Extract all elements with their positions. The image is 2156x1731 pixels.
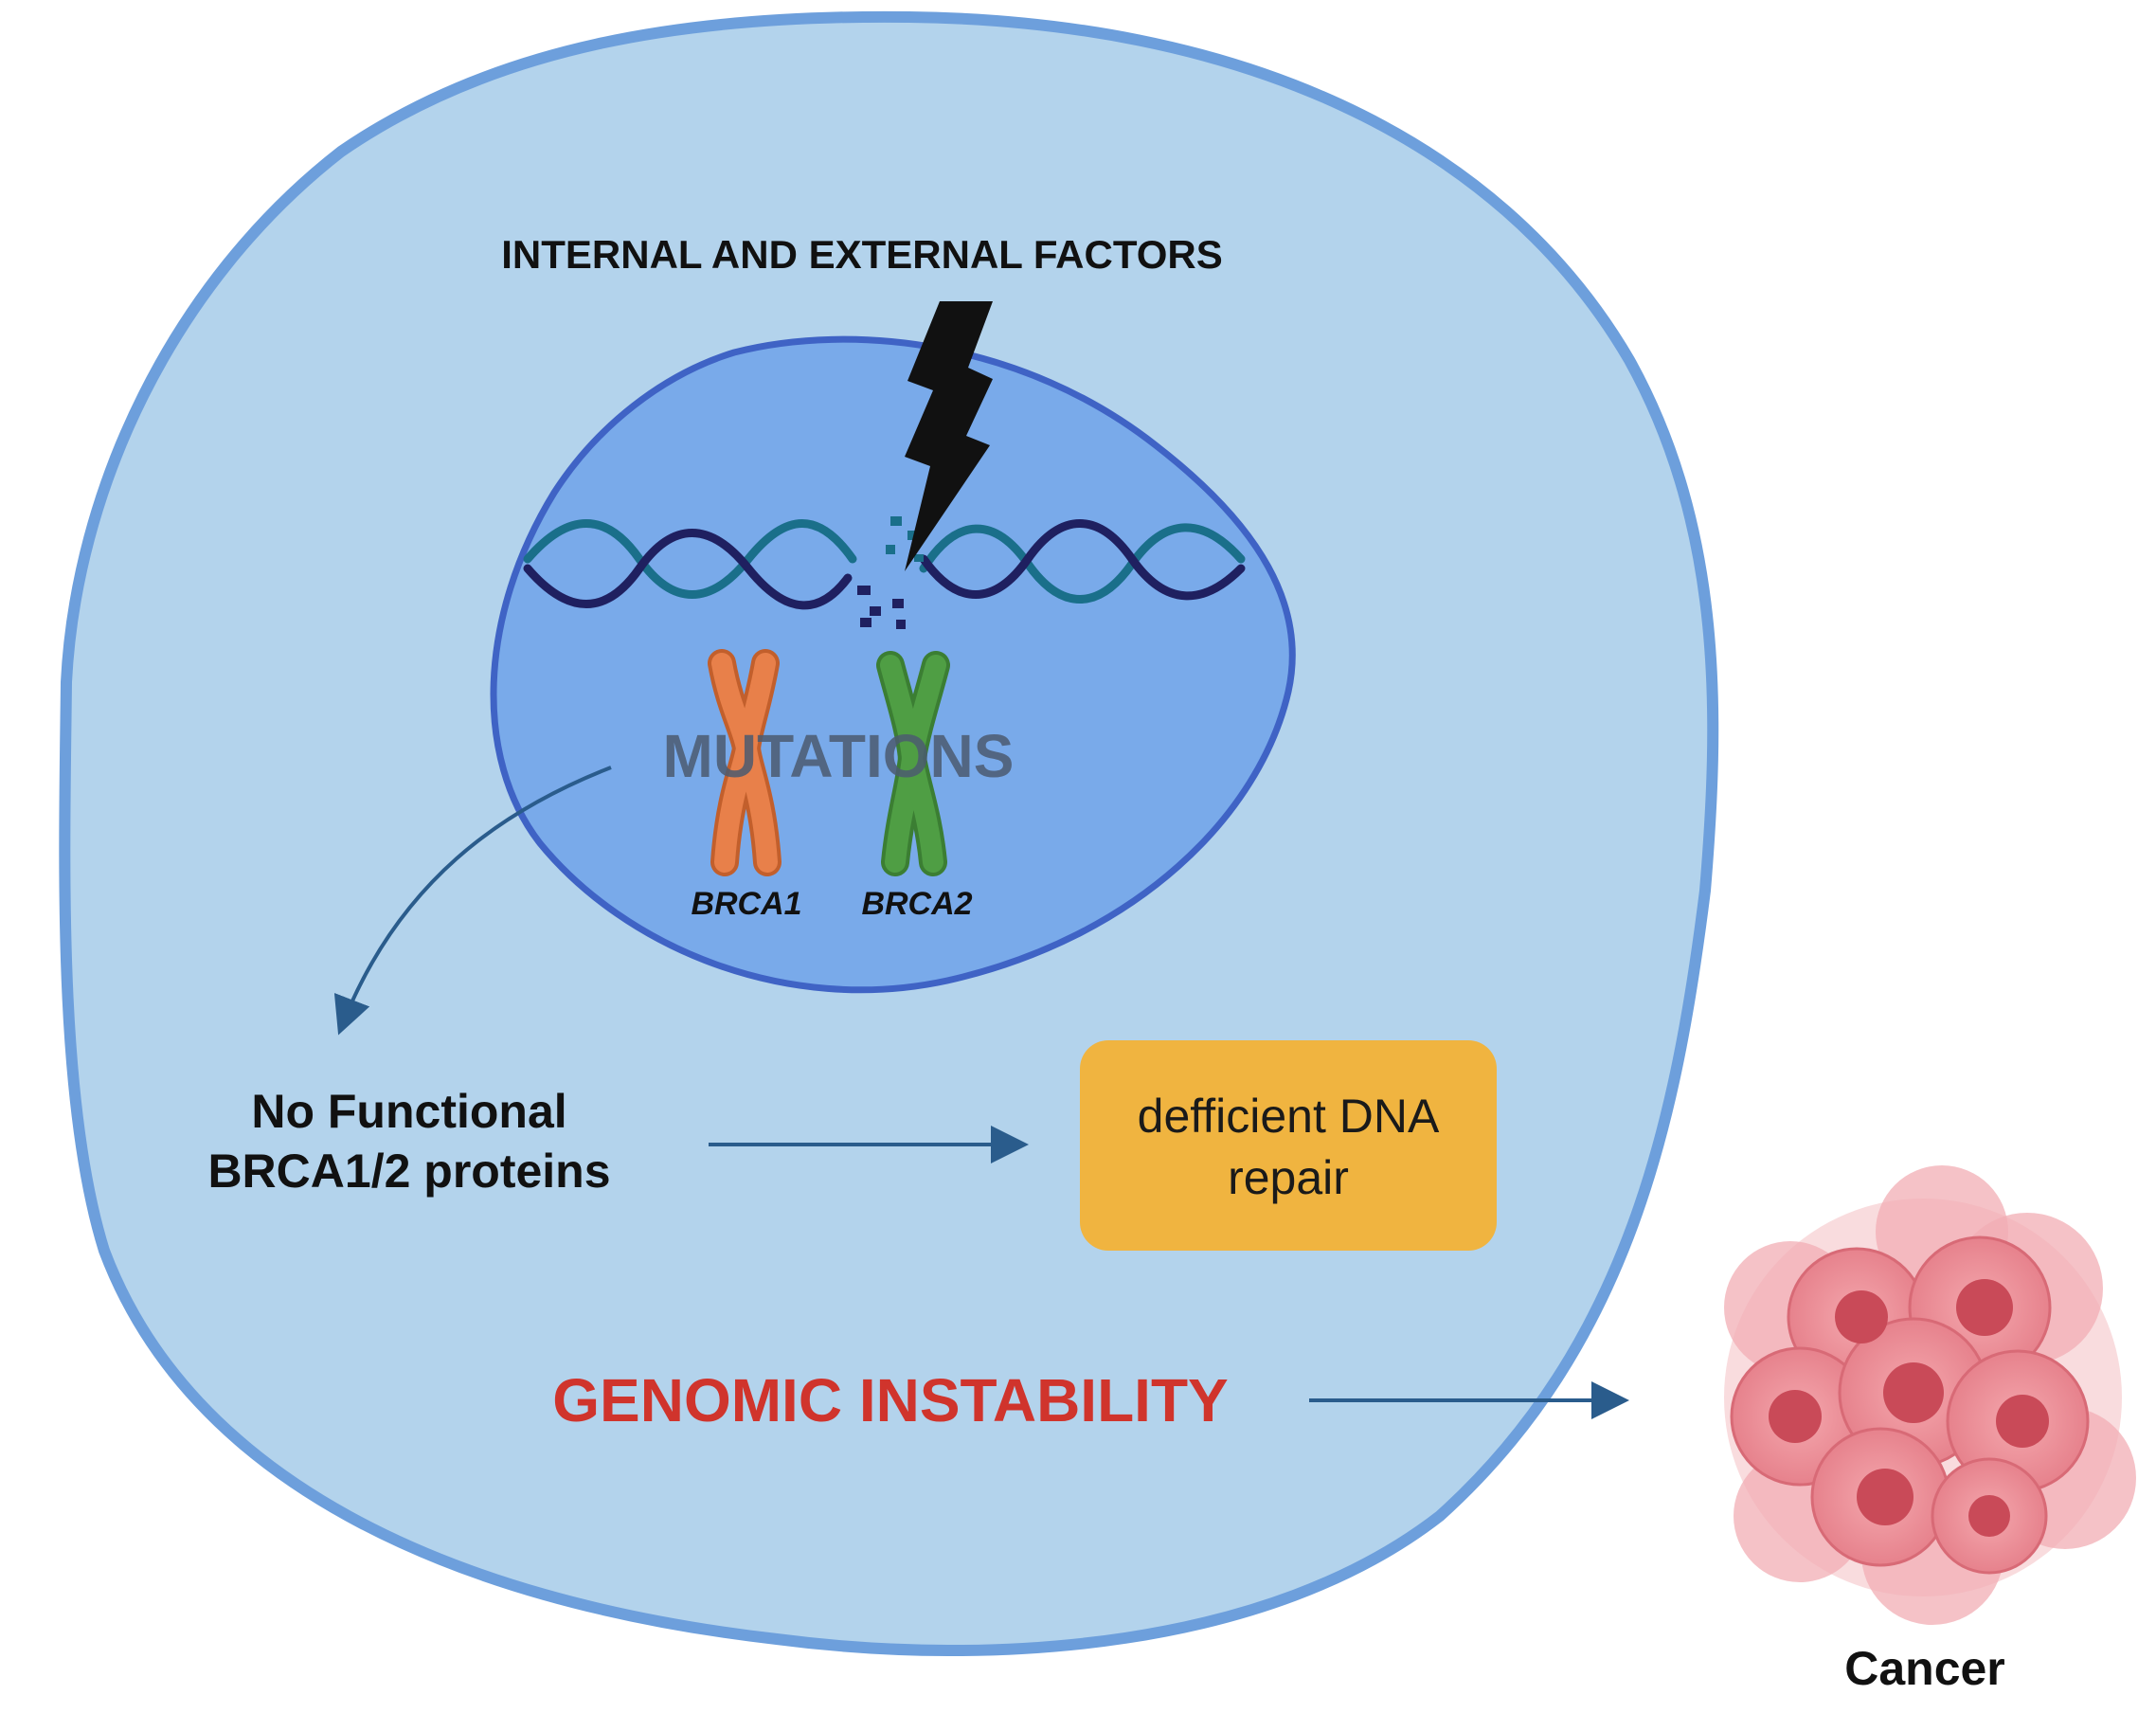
lightning-bolt-icon — [905, 301, 993, 571]
deficient-line1: defficient DNA — [1138, 1090, 1440, 1143]
no-functional-line2: BRCA1/2 proteins — [207, 1145, 610, 1198]
mutations-label: MUTATIONS — [663, 722, 1015, 790]
chromosome-brca2-icon — [876, 651, 950, 876]
dna-helix-icon — [523, 516, 1246, 629]
chromosome-brca1-icon — [708, 649, 782, 876]
factors-label: INTERNAL AND EXTERNAL FACTORS — [501, 232, 1223, 277]
deficient-line2: repair — [1228, 1151, 1349, 1204]
cancer-cell-cluster-icon — [1724, 1165, 2136, 1625]
brca1-label: BRCA1 — [691, 886, 801, 922]
cancer-label: Cancer — [1844, 1642, 2005, 1695]
no-functional-line1: No Functional — [251, 1085, 566, 1138]
deficient-repair-box — [1080, 1040, 1497, 1251]
genomic-instability-label: GENOMIC INSTABILITY — [552, 1366, 1228, 1434]
brca2-label: BRCA2 — [861, 886, 972, 922]
mutation-to-protein-arrow — [333, 766, 612, 1036]
